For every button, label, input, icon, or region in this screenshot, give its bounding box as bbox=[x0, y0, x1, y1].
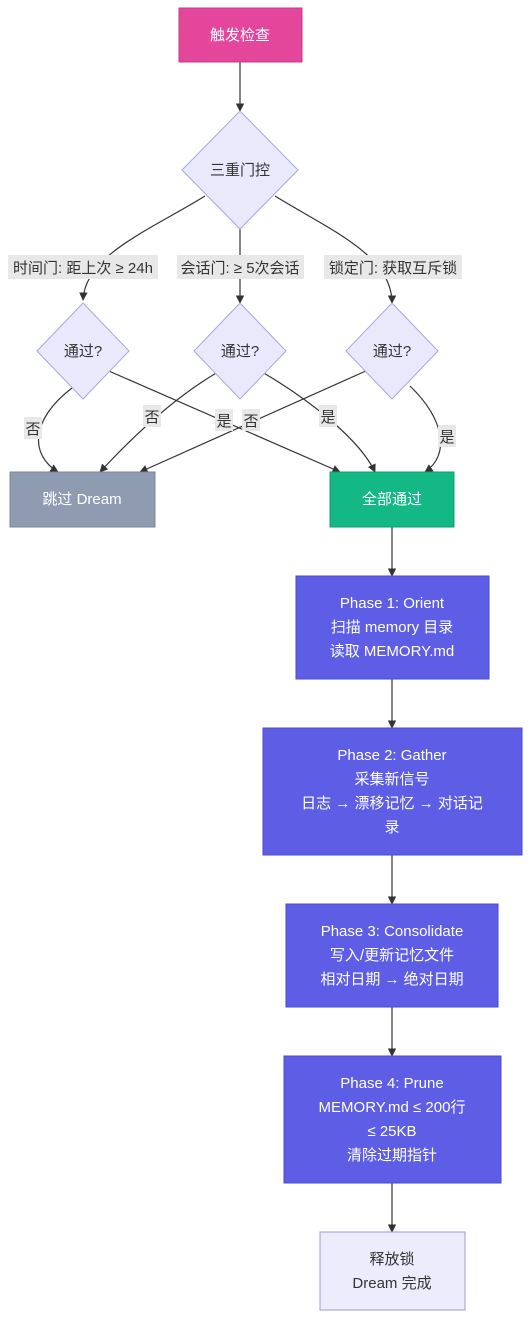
time-yes-label-bg bbox=[215, 409, 233, 431]
lock-no-label-bg bbox=[242, 409, 260, 431]
phase1-line-3: 读取 MEMORY.md bbox=[330, 643, 454, 660]
session-yes-label: 是 bbox=[320, 409, 335, 426]
check-lock-label: 通过? bbox=[373, 343, 411, 360]
edge-time-no bbox=[37, 387, 73, 473]
check-time-diamond bbox=[36, 302, 130, 400]
lock-no-label: 否 bbox=[243, 413, 258, 430]
session-no-label-bg bbox=[143, 405, 161, 427]
skip-label: 跳过 Dream bbox=[42, 491, 121, 508]
gate-label: 三重门控 bbox=[210, 162, 270, 179]
phase2-box bbox=[262, 727, 523, 856]
node-release: 释放锁 Dream 完成 bbox=[319, 1231, 466, 1311]
edge-gate-to-lock bbox=[274, 195, 397, 304]
node-phase1: Phase 1: Orient 扫描 memory 目录 读取 MEMORY.m… bbox=[295, 575, 490, 680]
phase1-line-2: 扫描 memory 目录 bbox=[331, 619, 454, 636]
session-gate-label-bg bbox=[177, 255, 304, 279]
time-no-label: 否 bbox=[25, 421, 40, 438]
time-gate-label-bg bbox=[8, 255, 158, 279]
phase2-line-1: Phase 2: Gather bbox=[337, 747, 446, 764]
edge-gate-to-time bbox=[79, 195, 206, 301]
phase3-line-3: 相对日期 → 绝对日期 bbox=[320, 971, 463, 988]
node-phase4: Phase 4: Prune MEMORY.md ≤ 200行 ≤ 25KB 清… bbox=[283, 1055, 502, 1184]
release-box bbox=[319, 1231, 466, 1311]
check-time-label: 通过? bbox=[64, 343, 102, 360]
edge-session-yes bbox=[261, 371, 376, 473]
node-skip: 跳过 Dream bbox=[9, 471, 156, 528]
phase4-line-1: Phase 4: Prune bbox=[340, 1075, 443, 1092]
trigger-label: 触发检查 bbox=[210, 27, 270, 44]
check-session-diamond bbox=[193, 302, 287, 400]
all-pass-box bbox=[329, 471, 455, 528]
phase3-box bbox=[285, 903, 499, 1008]
release-line-2: Dream 完成 bbox=[352, 1275, 431, 1292]
check-lock-diamond bbox=[345, 302, 439, 400]
time-gate-label: 时间门: 距上次 ≥ 24h bbox=[13, 260, 153, 277]
gate-diamond bbox=[181, 110, 299, 230]
skip-box bbox=[9, 471, 156, 528]
node-all-pass: 全部通过 bbox=[329, 471, 455, 528]
node-gate: 三重门控 bbox=[181, 110, 299, 230]
phase1-line-1: Phase 1: Orient bbox=[340, 595, 445, 612]
decision-labels: 否 否 是 否 是 是 bbox=[24, 405, 456, 447]
phase2-line-2: 采集新信号 bbox=[354, 771, 429, 788]
check-session-label: 通过? bbox=[221, 343, 259, 360]
phase3-line-1: Phase 3: Consolidate bbox=[321, 923, 464, 940]
release-line-1: 释放锁 bbox=[369, 1251, 414, 1268]
time-no-label-bg bbox=[24, 417, 42, 439]
lock-gate-label-bg bbox=[324, 255, 462, 279]
node-check-time: 通过? bbox=[36, 302, 130, 400]
trigger-box bbox=[178, 7, 303, 63]
all-pass-label: 全部通过 bbox=[362, 490, 422, 508]
phase2-line-4: 录 bbox=[384, 819, 399, 836]
node-check-lock: 通过? bbox=[345, 302, 439, 400]
lock-yes-label-bg bbox=[438, 425, 456, 447]
phase4-line-4: 清除过期指针 bbox=[347, 1147, 437, 1164]
session-gate-label: 会话门: ≥ 5次会话 bbox=[180, 260, 299, 277]
node-phase3: Phase 3: Consolidate 写入/更新记忆文件 相对日期 → 绝对… bbox=[285, 903, 499, 1008]
phase2-line-3: 日志 → 漂移记忆 → 对话记 bbox=[301, 795, 483, 812]
node-phase2: Phase 2: Gather 采集新信号 日志 → 漂移记忆 → 对话记 录 bbox=[262, 727, 523, 856]
phase4-line-3: ≤ 25KB bbox=[367, 1123, 416, 1140]
session-yes-label-bg bbox=[319, 405, 337, 427]
node-check-session: 通过? bbox=[193, 302, 287, 400]
phase4-box bbox=[283, 1055, 502, 1184]
lock-gate-label: 锁定门: 获取互斥锁 bbox=[329, 260, 457, 277]
session-no-label: 否 bbox=[144, 409, 159, 426]
gate-labels: 时间门: 距上次 ≥ 24h 会话门: ≥ 5次会话 锁定门: 获取互斥锁 bbox=[8, 255, 462, 279]
phase4-line-2: MEMORY.md ≤ 200行 bbox=[319, 1099, 466, 1116]
time-yes-label: 是 bbox=[216, 413, 231, 430]
node-trigger: 触发检查 bbox=[178, 7, 303, 63]
lock-yes-label: 是 bbox=[439, 429, 454, 446]
phase1-box bbox=[295, 575, 490, 680]
edge-lock-yes bbox=[409, 385, 442, 473]
phase3-line-2: 写入/更新记忆文件 bbox=[330, 947, 454, 964]
